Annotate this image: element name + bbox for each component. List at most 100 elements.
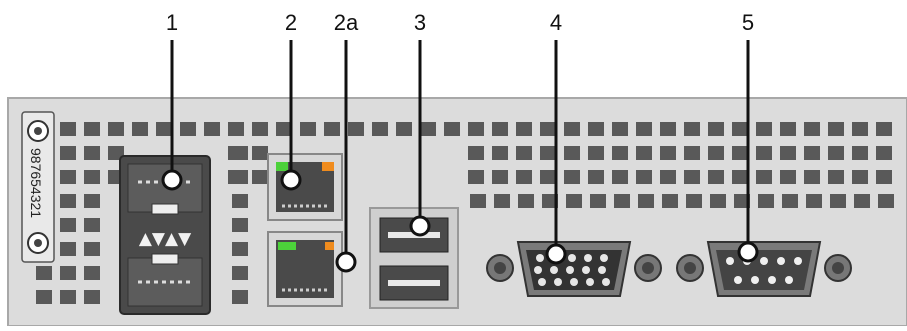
vent-hole — [492, 122, 508, 136]
vent-hole — [60, 170, 76, 184]
vent-hole — [564, 170, 580, 184]
usb-ports — [369, 207, 459, 309]
vent-hole — [660, 122, 676, 136]
callout-5-serial-port-marker — [737, 241, 759, 263]
vga-pin — [536, 254, 544, 262]
vent-hole — [60, 146, 76, 160]
sfp-latch-bottom — [151, 253, 179, 265]
vent-hole — [540, 170, 556, 184]
vent-hole — [396, 122, 412, 136]
vent-hole — [516, 146, 532, 160]
callout-2-ethernet-port-activity-led-marker — [280, 169, 302, 191]
vent-hole — [780, 122, 796, 136]
vga-pin — [550, 266, 558, 274]
vent-hole — [780, 146, 796, 160]
serial-pin — [785, 276, 793, 284]
vent-hole — [300, 122, 316, 136]
vent-hole — [324, 122, 340, 136]
vent-hole — [60, 122, 76, 136]
callout-1-sfp-module-label: 1 — [165, 10, 179, 35]
vent-hole — [540, 122, 556, 136]
vent-hole — [782, 194, 798, 208]
vent-hole — [516, 122, 532, 136]
vent-hole — [444, 122, 460, 136]
vent-hole — [614, 194, 630, 208]
vent-hole — [468, 146, 484, 160]
vent-hole — [732, 122, 748, 136]
vent-hole — [84, 194, 100, 208]
vent-hole — [468, 170, 484, 184]
serial-number-text: 987654321 — [28, 148, 44, 218]
vga-pin — [570, 278, 578, 286]
vga-pin — [534, 266, 542, 274]
vent-hole — [684, 170, 700, 184]
vent-hole — [686, 194, 702, 208]
vent-hole — [878, 194, 894, 208]
vent-hole — [660, 146, 676, 160]
serial-pin — [777, 257, 785, 265]
serial-pin — [768, 276, 776, 284]
vent-hole — [232, 170, 248, 184]
vent-hole — [540, 146, 556, 160]
led-activity-green — [276, 162, 288, 171]
sfp-module: ▲▼▲▼ — [119, 155, 211, 315]
vga-pin — [602, 278, 610, 286]
vga-pin — [538, 278, 546, 286]
vent-hole — [636, 122, 652, 136]
vga-pin — [598, 266, 606, 274]
serial-pin — [726, 257, 734, 265]
vent-hole — [108, 122, 124, 136]
vent-hole — [516, 170, 532, 184]
vent-hole — [804, 146, 820, 160]
vent-hole — [228, 122, 244, 136]
callout-1-sfp-module-marker — [161, 169, 183, 191]
vent-hole — [232, 146, 248, 160]
vent-hole — [780, 170, 796, 184]
vent-hole — [756, 146, 772, 160]
vent-hole — [84, 266, 100, 280]
vent-hole — [852, 122, 868, 136]
vent-hole — [252, 170, 268, 184]
vent-hole — [708, 122, 724, 136]
vent-hole — [588, 170, 604, 184]
vent-hole — [60, 266, 76, 280]
vent-hole — [758, 194, 774, 208]
vent-hole — [684, 146, 700, 160]
vent-hole — [612, 170, 628, 184]
callout-4-vga-port-label: 4 — [549, 10, 563, 35]
vent-hole — [852, 146, 868, 160]
vent-hole — [84, 218, 100, 232]
vent-hole — [492, 170, 508, 184]
vent-hole — [876, 170, 892, 184]
vent-hole — [732, 146, 748, 160]
callout-leaders — [161, 40, 759, 273]
serial-port — [676, 241, 852, 297]
vent-hole — [252, 122, 268, 136]
vent-hole — [84, 242, 100, 256]
vent-hole — [372, 122, 388, 136]
vent-hole — [232, 290, 248, 304]
vent-hole — [492, 146, 508, 160]
led-link-orange-bottom — [325, 242, 334, 250]
vent-hole — [588, 122, 604, 136]
vent-hole — [636, 146, 652, 160]
vent-hole — [470, 194, 486, 208]
vent-hole — [636, 170, 652, 184]
vent-hole — [232, 242, 248, 256]
callout-3-usb-ports-label: 3 — [413, 10, 427, 35]
vent-hole — [732, 170, 748, 184]
vent-hole — [60, 194, 76, 208]
vent-hole — [660, 170, 676, 184]
vent-hole — [612, 146, 628, 160]
vga-pin — [600, 254, 608, 262]
vga-pin — [568, 254, 576, 262]
vent-hole — [662, 194, 678, 208]
vent-hole — [830, 194, 846, 208]
callout-2a-ethernet-port-link-led-marker — [335, 251, 357, 273]
serial-pin — [734, 276, 742, 284]
serial-number-tag: 987654321 — [21, 111, 55, 263]
vent-hole — [180, 122, 196, 136]
sfp-direction-arrows: ▲▼▲▼ — [139, 229, 192, 249]
vent-hole — [156, 122, 172, 136]
ethernet-port-top — [267, 153, 343, 221]
